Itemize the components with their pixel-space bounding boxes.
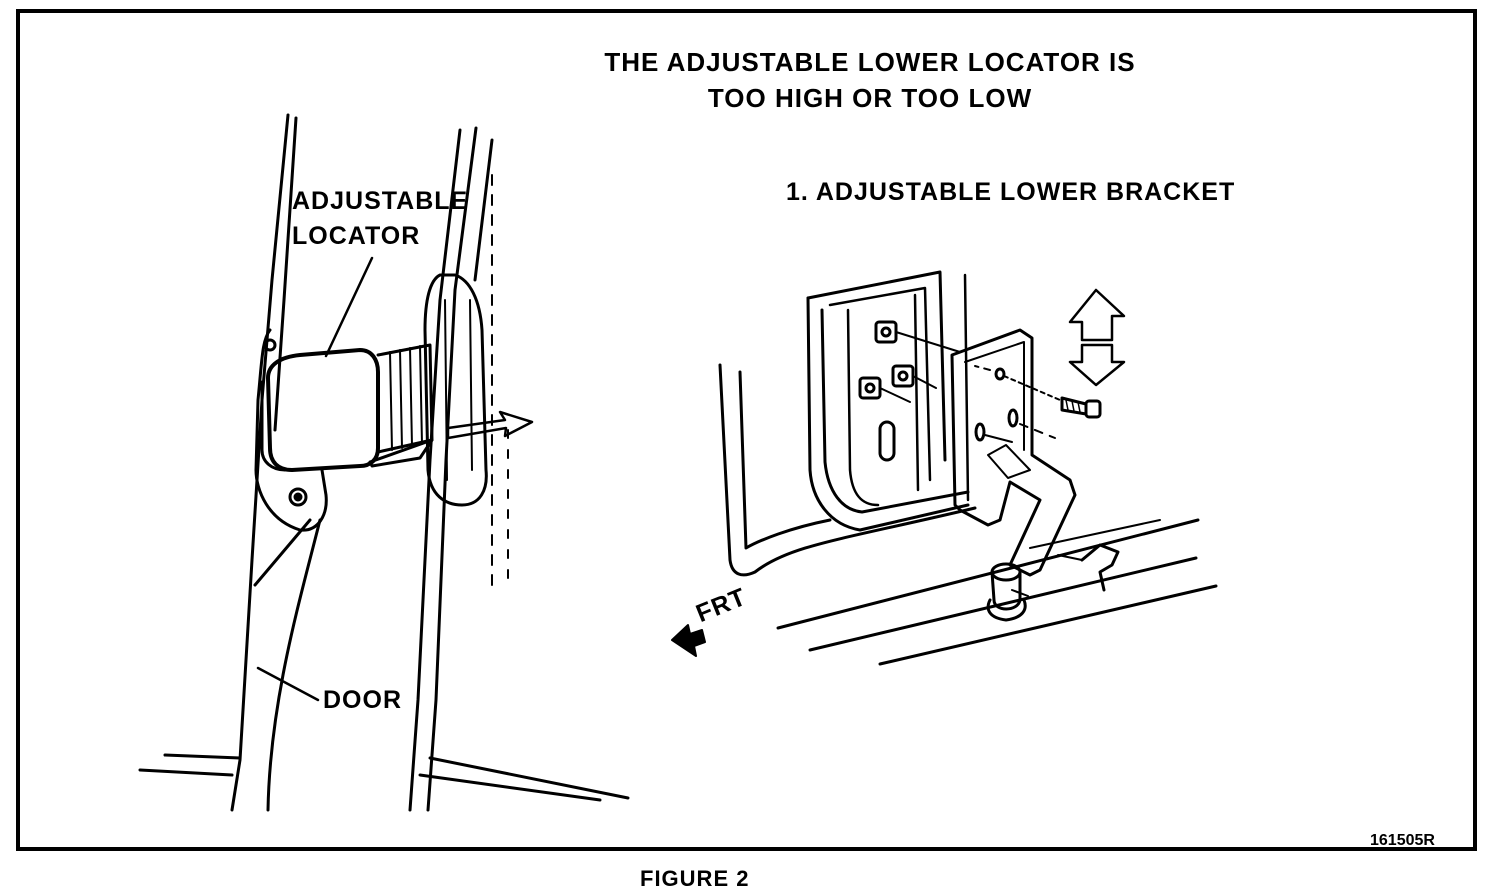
- locator-leader-line: [324, 256, 374, 358]
- page-title: THE ADJUSTABLE LOWER LOCATOR IS TOO HIGH…: [560, 44, 1180, 116]
- door-leader-line: [256, 666, 320, 702]
- sill-line-3: [878, 584, 1218, 666]
- pillar-right-edge-3: [473, 138, 494, 282]
- door-latch-outline: [423, 273, 488, 507]
- locator-bolt-inner: [293, 492, 303, 502]
- figure-label: FIGURE 2: [640, 866, 750, 891]
- frame-panel-top: [806, 270, 947, 462]
- cage-nut-2: [858, 376, 882, 400]
- left-door-view: [138, 113, 630, 812]
- door-frame-outer: [718, 363, 977, 577]
- sill-line-4: [1029, 519, 1161, 549]
- title-line-2: TOO HIGH OR TOO LOW: [707, 83, 1033, 113]
- adjustable-locator-block: [266, 348, 380, 472]
- door-frame-inner: [738, 370, 832, 550]
- adjustable-locator-label: ADJUSTABLE LOCATOR: [292, 184, 468, 254]
- floor-line-1: [138, 768, 234, 777]
- pillar-right-edge: [408, 128, 462, 812]
- floor-line-2: [163, 753, 242, 760]
- pillar-left-edge: [230, 113, 290, 812]
- sill-line-1: [776, 518, 1200, 630]
- bracket-bolt: [1003, 375, 1061, 401]
- locator-mount-plate: [254, 328, 328, 532]
- bracket-hole-1: [994, 367, 1006, 381]
- right-bracket-view: [671, 270, 1218, 666]
- locator-upper-hole: [263, 338, 277, 352]
- title-line-1: THE ADJUSTABLE LOWER LOCATOR IS: [604, 47, 1136, 77]
- locator-label-line-2: LOCATOR: [292, 222, 421, 250]
- door-lower-curve: [266, 518, 322, 812]
- cage-nut-1: [874, 320, 898, 344]
- front-arrow-icon: [671, 624, 706, 657]
- floor-line-4: [418, 773, 602, 802]
- down-arrow-icon: [1068, 343, 1126, 387]
- locator-block-face: [260, 380, 287, 472]
- diagram-frame: [16, 9, 1477, 851]
- pillar-left-edge-inner: [273, 116, 298, 432]
- door-frame-curve-2: [820, 308, 970, 514]
- locator-bolt: [288, 487, 308, 507]
- locator-label-line-1: ADJUSTABLE: [292, 187, 469, 215]
- striker-base: [368, 438, 434, 468]
- bracket-hole-3: [1007, 408, 1019, 428]
- bracket-caption: 1. ADJUSTABLE LOWER BRACKET: [786, 178, 1236, 206]
- up-arrow-icon: [1068, 288, 1126, 342]
- striker-body: [376, 343, 434, 454]
- door-label: DOOR: [323, 686, 402, 714]
- sill-channel: [1080, 543, 1120, 592]
- floor-line-3: [428, 756, 630, 800]
- door-frame-curve: [806, 296, 970, 532]
- bracket-hole-2: [974, 422, 986, 442]
- insert-arrow-icon: [446, 410, 534, 440]
- drawing-code: 161505R: [1370, 832, 1435, 849]
- sill-line-2: [808, 556, 1198, 652]
- frame-slot: [878, 420, 896, 462]
- cage-nut-3: [891, 364, 915, 388]
